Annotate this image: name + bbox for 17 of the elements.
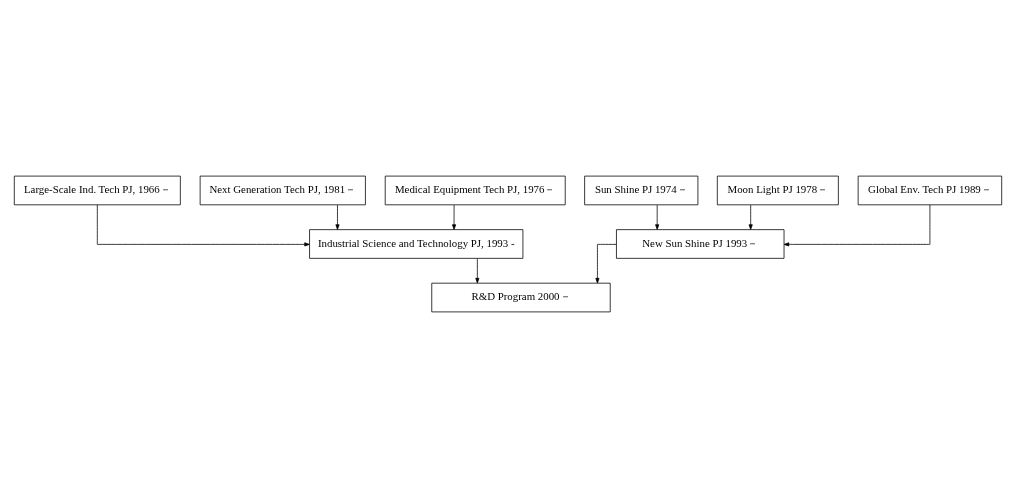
arrow <box>335 204 340 230</box>
node-box: Sun Shine PJ 1974－ <box>584 175 699 206</box>
node-box: R&D Program 2000－ <box>431 282 611 313</box>
arrow <box>655 204 660 230</box>
arrow <box>783 204 931 247</box>
arrow <box>96 204 310 247</box>
node-box: Moon Light PJ 1978－ <box>716 175 839 206</box>
node-box: Medical Equipment Tech PJ, 1976－ <box>384 175 566 206</box>
arrow <box>452 204 457 230</box>
node-box: Next Generation Tech PJ, 1981－ <box>199 175 366 206</box>
node-box: New Sun Shine PJ 1993－ <box>616 229 785 259</box>
arrow <box>748 204 753 230</box>
node-box: Industrial Science and Technology PJ, 1993 - <box>309 229 524 259</box>
node-box: Global Env. Tech PJ 1989－ <box>857 175 1003 206</box>
arrow <box>475 258 480 284</box>
node-box: Large-Scale Ind. Tech PJ, 1966－ <box>13 175 181 206</box>
arrow <box>595 244 617 284</box>
